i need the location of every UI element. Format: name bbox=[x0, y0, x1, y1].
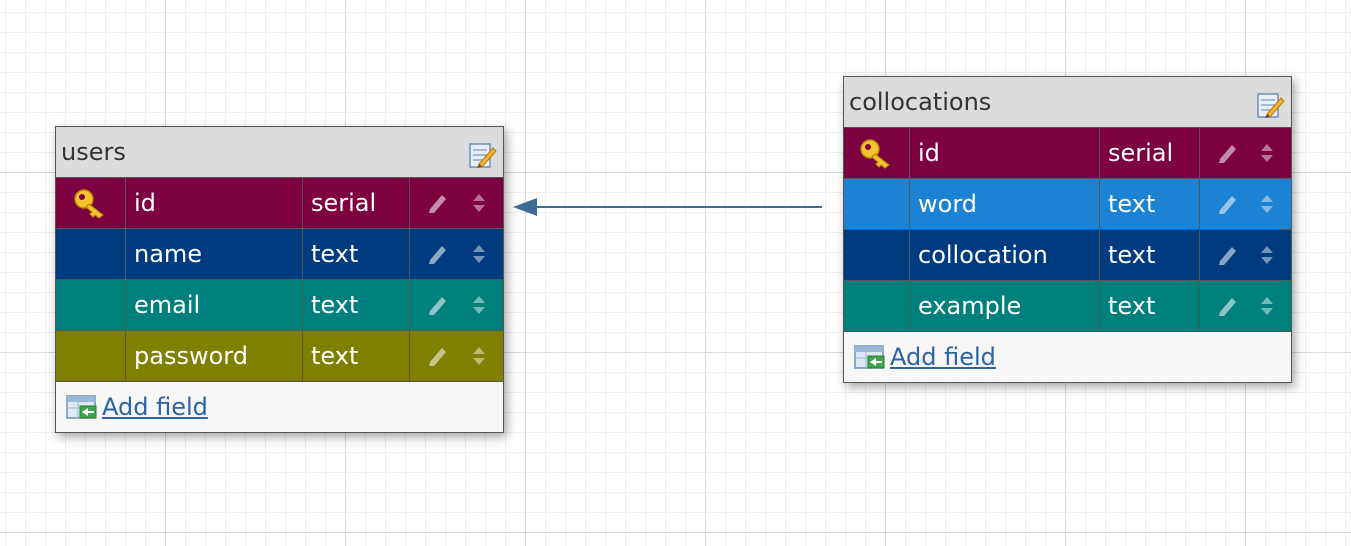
field-name: password bbox=[126, 331, 303, 381]
pencil-icon[interactable] bbox=[1217, 244, 1239, 266]
move-updown-icon[interactable] bbox=[1260, 295, 1274, 317]
table-header[interactable]: users bbox=[56, 127, 503, 178]
field-name: id bbox=[126, 178, 303, 228]
field-row-password[interactable]: password text bbox=[56, 331, 503, 382]
field-type: text bbox=[303, 229, 410, 279]
field-name: email bbox=[126, 280, 303, 330]
edit-table-icon[interactable] bbox=[467, 140, 497, 170]
field-row-email[interactable]: email text bbox=[56, 280, 503, 331]
pencil-icon[interactable] bbox=[1217, 295, 1239, 317]
move-updown-icon[interactable] bbox=[472, 294, 486, 316]
field-type: text bbox=[303, 280, 410, 330]
field-name: word bbox=[910, 179, 1100, 229]
move-updown-icon[interactable] bbox=[472, 243, 486, 265]
table-collocations[interactable]: collocations id serial word text bbox=[843, 76, 1292, 383]
field-row-id[interactable]: id serial bbox=[844, 128, 1291, 179]
field-row-name[interactable]: name text bbox=[56, 229, 503, 280]
field-name: name bbox=[126, 229, 303, 279]
add-field-icon[interactable] bbox=[854, 344, 886, 370]
table-title: collocations bbox=[849, 88, 992, 116]
move-updown-icon[interactable] bbox=[1260, 142, 1274, 164]
table-footer: Add field bbox=[844, 332, 1291, 382]
pencil-icon[interactable] bbox=[427, 243, 449, 265]
field-row-example[interactable]: example text bbox=[844, 281, 1291, 332]
pencil-icon[interactable] bbox=[427, 192, 449, 214]
move-updown-icon[interactable] bbox=[1260, 193, 1274, 215]
move-updown-icon[interactable] bbox=[472, 345, 486, 367]
field-type: text bbox=[1100, 179, 1200, 229]
move-updown-icon[interactable] bbox=[1260, 244, 1274, 266]
table-users[interactable]: users id serial name text bbox=[55, 126, 504, 433]
field-type: text bbox=[1100, 230, 1200, 280]
pencil-icon[interactable] bbox=[427, 345, 449, 367]
table-title: users bbox=[61, 138, 126, 166]
field-name: example bbox=[910, 281, 1100, 331]
field-row-word[interactable]: word text bbox=[844, 179, 1291, 230]
move-updown-icon[interactable] bbox=[472, 192, 486, 214]
field-type: text bbox=[303, 331, 410, 381]
pencil-icon[interactable] bbox=[1217, 193, 1239, 215]
add-field-icon[interactable] bbox=[66, 394, 98, 420]
field-name: id bbox=[910, 128, 1100, 178]
pencil-icon[interactable] bbox=[427, 294, 449, 316]
key-icon bbox=[73, 189, 104, 219]
pencil-icon[interactable] bbox=[1217, 142, 1239, 164]
field-type: text bbox=[1100, 281, 1200, 331]
field-type: serial bbox=[1100, 128, 1200, 178]
field-row-id[interactable]: id serial bbox=[56, 178, 503, 229]
edit-table-icon[interactable] bbox=[1255, 90, 1285, 120]
key-icon bbox=[859, 139, 890, 169]
add-field-link[interactable]: Add field bbox=[890, 343, 996, 371]
table-footer: Add field bbox=[56, 382, 503, 432]
table-header[interactable]: collocations bbox=[844, 77, 1291, 128]
field-type: serial bbox=[303, 178, 410, 228]
field-row-collocation[interactable]: collocation text bbox=[844, 230, 1291, 281]
add-field-link[interactable]: Add field bbox=[102, 393, 208, 421]
field-name: collocation bbox=[910, 230, 1100, 280]
